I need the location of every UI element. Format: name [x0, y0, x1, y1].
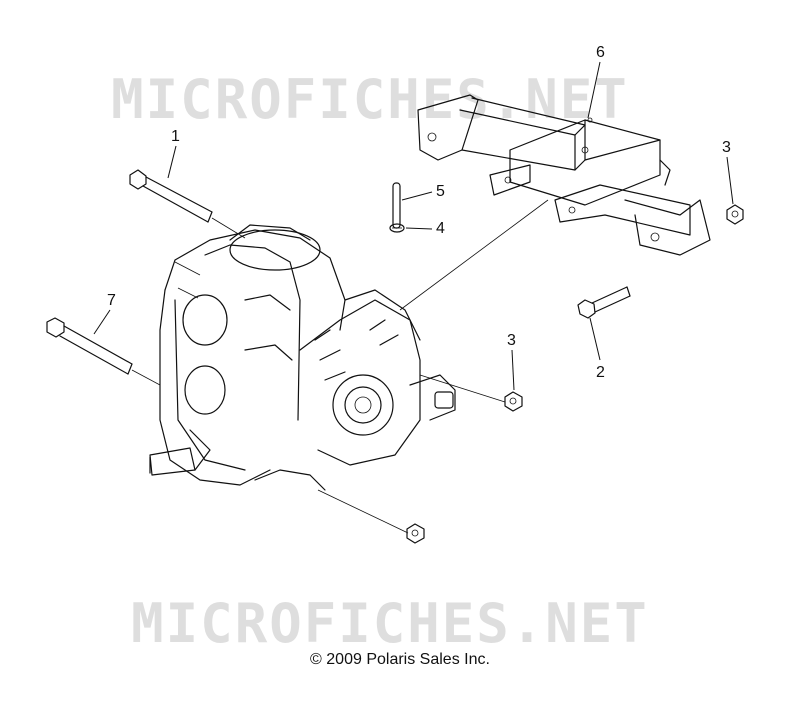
- nut-3-lower: [406, 523, 425, 544]
- callout-4: 4: [436, 220, 445, 237]
- nut-3-middle: [504, 391, 523, 412]
- bolt-2: [577, 286, 631, 319]
- callout-3-right: 3: [722, 139, 731, 156]
- bolt-1: [129, 169, 213, 223]
- nut-3-right: [726, 204, 744, 225]
- callout-3-middle: 3: [507, 332, 516, 349]
- callout-6: 6: [596, 44, 605, 61]
- watermark-top: MICROFICHES.NET: [111, 68, 629, 131]
- callout-2: 2: [596, 364, 605, 381]
- transmission-assembly: [149, 224, 456, 491]
- watermark-bottom: MICROFICHES.NET: [131, 592, 649, 655]
- alignment-lines: [131, 199, 549, 534]
- callout-5: 5: [436, 183, 445, 200]
- clip-4: [389, 223, 405, 233]
- pin-5: [392, 182, 401, 229]
- mounting-bracket: [417, 94, 711, 256]
- copyright-text: © 2009 Polaris Sales Inc.: [310, 651, 490, 668]
- bolt-7: [46, 317, 133, 375]
- callout-1: 1: [171, 128, 180, 145]
- callout-7: 7: [107, 292, 116, 309]
- leader-lines: [93, 61, 734, 391]
